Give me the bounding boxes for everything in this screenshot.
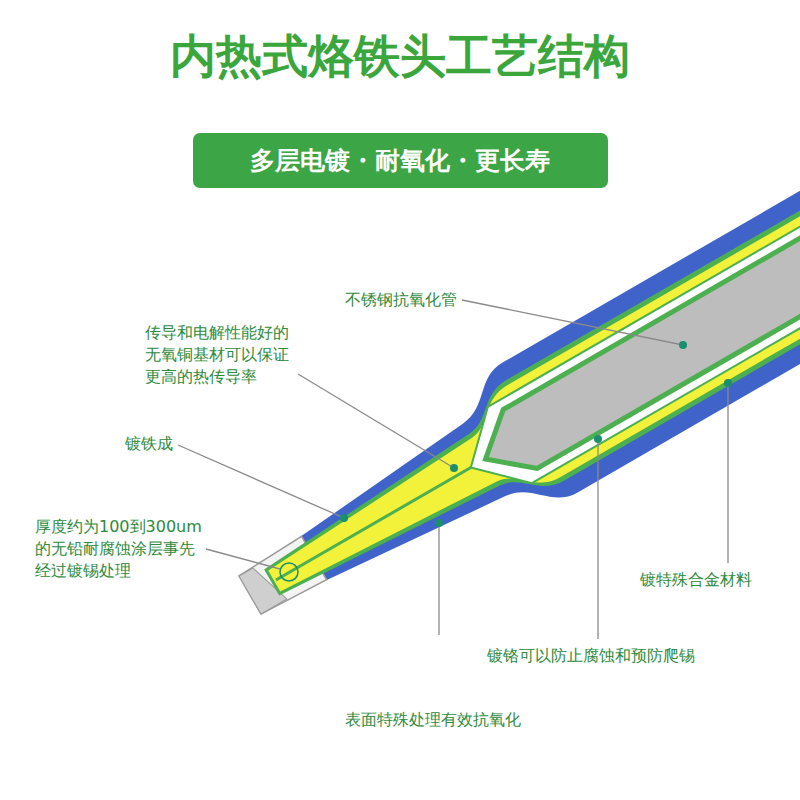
leader-line [206,549,280,569]
leader-dot [679,341,687,349]
chrome-layer [449,197,800,506]
copper-core [248,189,800,627]
leader-line [597,439,598,639]
band-text: 多层电镀・耐氧化・更长寿 [250,144,550,177]
leader-line [298,374,454,468]
leader-dots [340,341,732,527]
page-title: 内热式烙铁头工艺结构 [0,26,800,88]
callout-label: 表面特殊处理有效抗氧化 [345,709,521,731]
leader-dot [435,519,443,527]
callout-label: 不锈钢抗氧化管 [345,289,457,311]
leader-dot [450,464,458,472]
leader-dot [594,435,602,443]
callout-label: 镀特殊合金材料 [640,569,752,591]
callout-label: 厚度约为100到300um 的无铅耐腐蚀涂层事先 经过镀锡处理 [35,516,202,582]
leader-line [438,523,439,635]
callout-label: 镀铁成 [125,433,173,455]
alloy-layer [243,185,800,633]
leader-dot [724,379,732,387]
callout-label: 镀铬可以防止腐蚀和预防爬锡 [487,645,695,667]
leader-line [178,445,344,518]
steel-tube [469,206,800,489]
leader-line [462,300,683,345]
core-line [276,464,477,580]
callout-label: 传导和电解性能好的 无氧铜基材可以保证 更高的热传导率 [145,322,289,388]
detail-circle [280,563,298,581]
tip-body [213,170,800,660]
leader-line [727,383,728,563]
slogan-band: 多层电镀・耐氧化・更长寿 [193,133,608,188]
leader-dot [340,514,348,522]
